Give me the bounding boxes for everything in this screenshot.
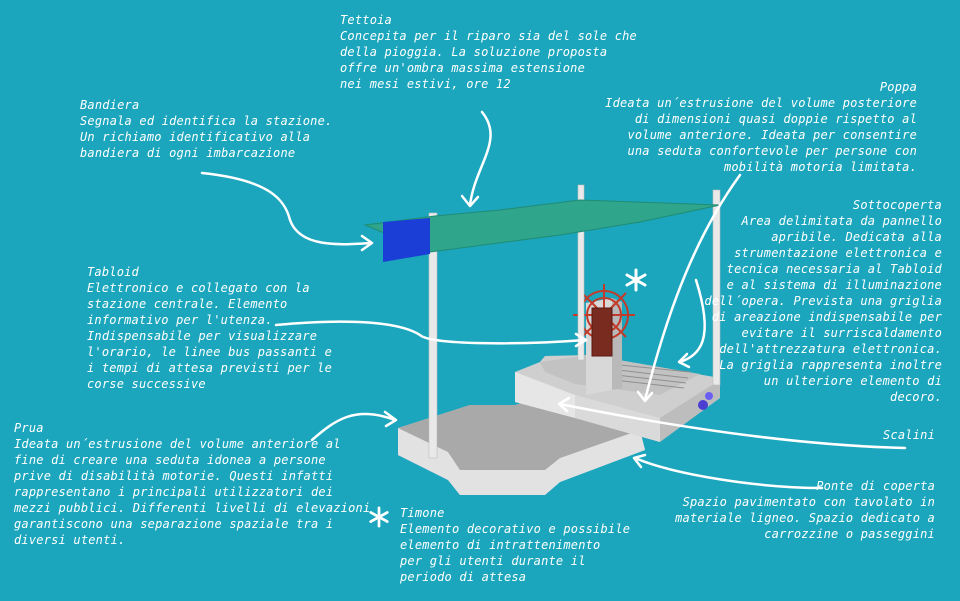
leader-arrows <box>200 110 907 490</box>
canopy-poles <box>428 184 721 459</box>
annotation-text: Segnala ed identifica la stazione. Un ri… <box>80 114 333 160</box>
annotation-tettoia: Tettoia Concepita per il riparo sia del … <box>340 12 637 92</box>
asterisk-icon <box>369 506 389 528</box>
annotation-tabloid: Tabloid Elettronico e collegato con la s… <box>87 264 332 392</box>
annotation-title: Tettoia <box>340 13 392 27</box>
annotation-text: Area delimitata da pannello apribile. De… <box>704 214 942 404</box>
annotation-text: Ideata un´estrusione del volume posterio… <box>605 96 917 174</box>
annotation-ponte-di-coperta: Ponte di coperta Spazio pavimentato con … <box>675 478 935 542</box>
annotation-sottocoperta: Sottocoperta Area delimitata da pannello… <box>704 197 942 405</box>
annotation-text: Concepita per il riparo sia del sole che… <box>340 29 637 91</box>
annotation-text: Ideata un´estrusione del volume anterior… <box>14 437 371 547</box>
annotation-text: Spazio pavimentato con tavolato in mater… <box>675 495 935 541</box>
annotation-scalini: Scalini <box>883 427 935 443</box>
annotation-poppa: Poppa Ideata un´estrusione del volume po… <box>605 79 917 175</box>
tabloid-screen <box>591 307 613 357</box>
annotation-prua: Prua Ideata un´estrusione del volume ant… <box>14 420 370 548</box>
annotation-text: Elemento decorativo e possibile elemento… <box>400 522 631 584</box>
annotation-title: Timone <box>400 506 445 520</box>
annotation-timone: Timone Elemento decorativo e possibile e… <box>400 505 630 585</box>
annotation-title: Ponte di coperta <box>816 479 935 493</box>
flag <box>383 218 430 262</box>
annotation-title: Scalini <box>883 428 935 442</box>
annotation-title: Bandiera <box>80 98 140 112</box>
deck-hull <box>398 398 645 495</box>
annotation-title: Tabloid <box>87 265 139 279</box>
asterisk-icon <box>625 268 647 292</box>
blue-lights <box>698 392 713 410</box>
annotation-title: Sottocoperta <box>852 198 942 212</box>
annotation-title: Prua <box>14 421 44 435</box>
annotation-title: Poppa <box>879 80 917 94</box>
annotation-text: Elettronico e collegato con la stazione … <box>87 281 333 391</box>
annotation-bandiera: Bandiera Segnala ed identifica la stazio… <box>80 97 332 161</box>
